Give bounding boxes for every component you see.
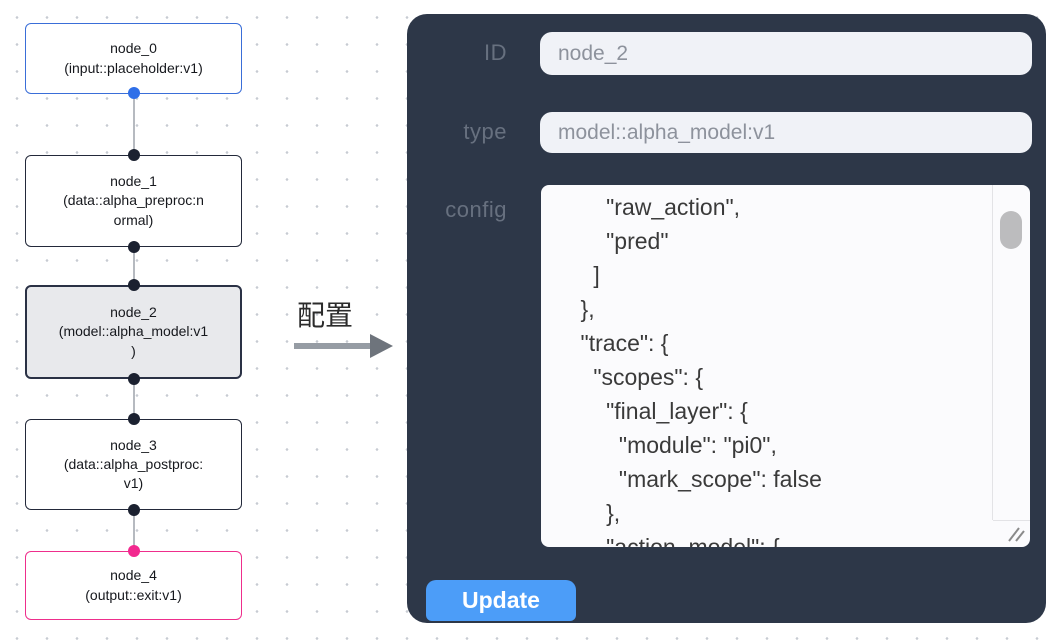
edge-node0-node1 xyxy=(133,93,135,155)
port-node0-output[interactable] xyxy=(128,87,140,99)
config-json-content: "raw_action", "pred" ] }, "trace": { "sc… xyxy=(580,194,822,547)
edge-node3-node4 xyxy=(133,510,135,551)
graph-node-node_3[interactable]: node_3 (data::alpha_postproc: v1) xyxy=(25,419,242,510)
edge-node2-node3 xyxy=(133,379,135,419)
config-field-label: config xyxy=(445,197,507,222)
port-node2-input[interactable] xyxy=(128,279,140,291)
scrollbar-thumb[interactable] xyxy=(1000,211,1022,249)
graph-node-node_0[interactable]: node_0 (input::placeholder:v1) xyxy=(25,23,242,94)
port-node2-output[interactable] xyxy=(128,373,140,385)
edge-node1-node2 xyxy=(133,247,135,285)
resize-grip-icon[interactable] xyxy=(1005,525,1027,543)
type-input[interactable] xyxy=(540,112,1032,153)
graph-node-node_1[interactable]: node_1 (data::alpha_preproc:n ormal) xyxy=(25,155,242,247)
config-panel: ID type config "raw_action", "pred" ] },… xyxy=(407,14,1046,623)
scrollbar-corner-divider xyxy=(993,520,1030,521)
id-input[interactable] xyxy=(540,32,1032,75)
type-field-label: type xyxy=(463,119,507,144)
port-node4-input[interactable] xyxy=(128,545,140,557)
port-node3-output[interactable] xyxy=(128,504,140,516)
scrollbar-track-divider xyxy=(992,185,993,520)
config-textarea[interactable]: "raw_action", "pred" ] }, "trace": { "sc… xyxy=(541,185,1030,547)
port-node3-input[interactable] xyxy=(128,413,140,425)
right-arrow-icon xyxy=(294,334,393,358)
port-node1-input[interactable] xyxy=(128,149,140,161)
port-node1-output[interactable] xyxy=(128,241,140,253)
update-button[interactable]: Update xyxy=(426,580,576,621)
id-field-label: ID xyxy=(484,40,507,65)
graph-node-node_4[interactable]: node_4 (output::exit:v1) xyxy=(25,551,242,620)
config-annotation-label: 配置 xyxy=(297,300,354,331)
graph-node-node_2-selected[interactable]: node_2 (model::alpha_model:v1 ) xyxy=(25,285,242,379)
